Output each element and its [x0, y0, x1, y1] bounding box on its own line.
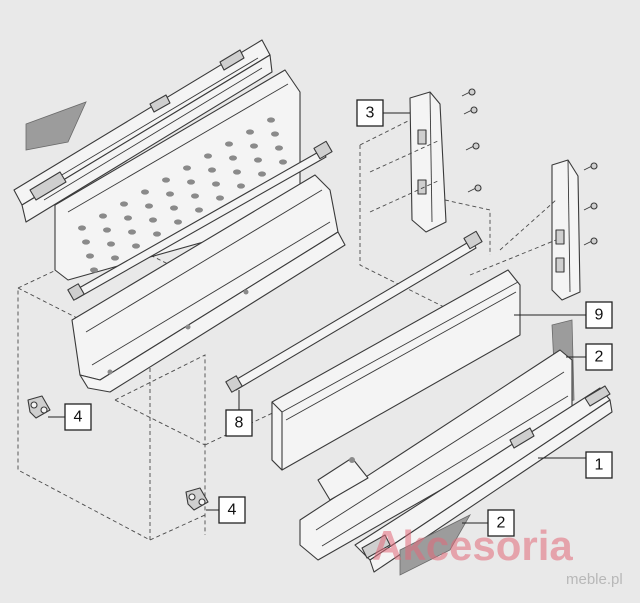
watermark-brand: Akcesoria — [372, 522, 573, 569]
runner-1 — [354, 385, 613, 573]
front-panel-9 — [271, 269, 521, 471]
perforation-hole — [237, 183, 245, 189]
perforation-hole — [166, 191, 174, 197]
svg-text:3: 3 — [366, 105, 375, 122]
perforation-hole — [183, 165, 191, 171]
callout-4-upper: 4 — [64, 403, 92, 431]
connecting-rod-middle — [225, 230, 483, 393]
perforation-hole — [246, 129, 254, 135]
front-hook-lower — [185, 487, 209, 511]
perforation-hole — [86, 253, 94, 259]
perforation-hole — [271, 131, 279, 137]
rear-bracket-right — [551, 159, 581, 301]
panel-perforations — [78, 117, 287, 273]
svg-text:8: 8 — [235, 415, 244, 432]
grey-cap-top-left — [25, 101, 87, 151]
perforation-hole — [103, 227, 111, 233]
grey-cap-2-lower — [399, 514, 472, 576]
perforation-hole — [195, 207, 203, 213]
perforation-hole — [111, 255, 119, 261]
perforation-hole — [128, 229, 136, 235]
callout-9: 9 — [585, 301, 613, 329]
svg-text:4: 4 — [228, 502, 237, 519]
connecting-rod-top — [67, 140, 333, 301]
callout-3: 3 — [356, 99, 384, 127]
front-hook-upper — [27, 395, 51, 419]
watermark: Akcesoria meble.pl — [372, 522, 623, 588]
perforation-hole — [212, 181, 220, 187]
perforation-hole — [254, 157, 262, 163]
perforation-hole — [99, 213, 107, 219]
perforation-hole — [229, 155, 237, 161]
drawer-side-right — [299, 349, 573, 561]
perforation-hole — [162, 177, 170, 183]
perforation-hole — [267, 117, 275, 123]
callout-8: 8 — [225, 409, 253, 437]
svg-text:2: 2 — [497, 515, 506, 532]
perforation-hole — [78, 225, 86, 231]
svg-text:2: 2 — [595, 349, 604, 366]
rear-bracket-3 — [409, 91, 447, 233]
perforation-hole — [204, 153, 212, 159]
perforation-hole — [90, 267, 98, 273]
callout-1: 1 — [585, 451, 613, 479]
perforation-hole — [216, 195, 224, 201]
perforation-hole — [258, 171, 266, 177]
perforation-hole — [225, 141, 233, 147]
callout-4-lower: 4 — [218, 496, 246, 524]
callout-2-upper: 2 — [585, 343, 613, 371]
perforation-hole — [170, 205, 178, 211]
perforation-hole — [141, 189, 149, 195]
perforation-hole — [132, 243, 140, 249]
svg-text:4: 4 — [74, 409, 83, 426]
perforation-hole — [174, 219, 182, 225]
perforation-hole — [107, 241, 115, 247]
perforation-hole — [153, 231, 161, 237]
perforation-hole — [145, 203, 153, 209]
perforation-hole — [191, 193, 199, 199]
perforation-hole — [208, 167, 216, 173]
screws-bracket-3 — [369, 88, 482, 213]
cabinet-outline-right — [359, 119, 491, 321]
perforation-hole — [187, 179, 195, 185]
perforation-hole — [124, 215, 132, 221]
perforation-hole — [120, 201, 128, 207]
svg-text:9: 9 — [595, 307, 604, 324]
drawer-side-left — [13, 39, 273, 223]
watermark-sub: meble.pl — [566, 571, 623, 588]
back-panel-upper — [71, 174, 346, 393]
perforation-hole — [250, 143, 258, 149]
perforation-hole — [233, 169, 241, 175]
perforation-hole — [279, 159, 287, 165]
perforation-hole — [82, 239, 90, 245]
svg-text:1: 1 — [595, 457, 604, 474]
screws-bracket-right — [469, 162, 598, 276]
perforation-hole — [149, 217, 157, 223]
perforation-hole — [275, 145, 283, 151]
